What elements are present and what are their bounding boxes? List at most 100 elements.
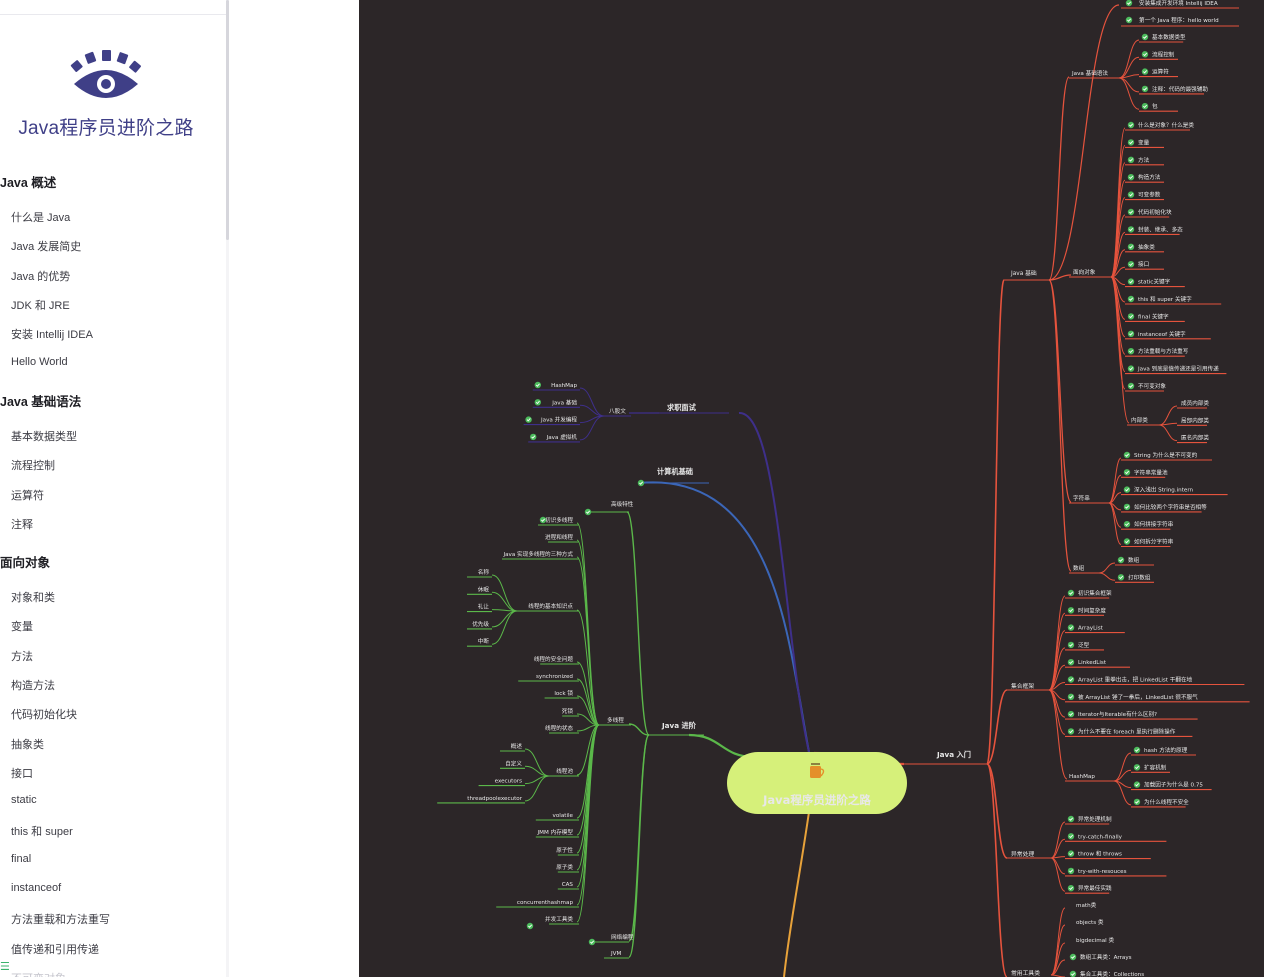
mindmap-node-label[interactable]: JMM 内存模型 (537, 828, 574, 836)
mindmap-node-label[interactable]: 可变参数 (1138, 191, 1161, 199)
root-node-label[interactable]: Java程序员进阶之路 (762, 793, 871, 807)
mindmap-node-label[interactable]: String 为什么是不可变的 (1134, 451, 1198, 459)
mindmap-node-label[interactable]: volatile (553, 813, 574, 819)
mindmap-node-label[interactable]: 异常最佳实践 (1078, 884, 1112, 892)
mindmap-node-label[interactable]: LinkedList (1078, 660, 1107, 666)
mindmap-node-label[interactable]: 集合工具类：Collections (1080, 970, 1144, 977)
sidebar-scroll-track[interactable] (226, 0, 229, 977)
sidebar-section-title[interactable]: Java 基础语法 (0, 395, 82, 409)
sidebar-item[interactable]: 构造方法 (11, 679, 55, 692)
mindmap-node-label[interactable]: 自定义 (505, 759, 522, 767)
mindmap-node-label[interactable]: 线程的安全问题 (534, 655, 574, 663)
mindmap-node-label[interactable]: 抽象类 (1138, 243, 1155, 251)
sidebar-item[interactable]: 注释 (11, 518, 33, 531)
mindmap-node-label[interactable]: 初识集合框架 (1078, 589, 1112, 597)
mindmap-node-label[interactable]: Java 基础 (551, 398, 577, 406)
mindmap-node-label[interactable]: 内部类 (1131, 416, 1148, 424)
mindmap-node-label[interactable]: 数组 (1073, 564, 1085, 572)
mindmap-node-label[interactable]: 名称 (478, 568, 490, 576)
mindmap-node-label[interactable]: 面向对象 (1073, 268, 1096, 276)
mindmap-node-label[interactable]: 接口 (1138, 260, 1149, 268)
mindmap-node-label[interactable]: 数组工具类：Arrays (1080, 953, 1132, 961)
mindmap-node-label[interactable]: synchronized (536, 674, 573, 680)
mindmap-node-label[interactable]: 线程的基本知识点 (528, 602, 573, 610)
sidebar-item[interactable]: 变量 (11, 621, 33, 634)
mindmap-node-label[interactable]: 什么是对象？什么是类 (1138, 121, 1194, 129)
sidebar-item[interactable]: 运算符 (11, 489, 44, 502)
sidebar-section-title[interactable]: Java 概述 (0, 176, 57, 190)
sidebar-item[interactable]: 什么是 Java (11, 212, 71, 224)
mindmap-node-label[interactable]: threadpoolexecutor (467, 796, 522, 802)
mindmap-node-label[interactable]: 变量 (1138, 138, 1150, 146)
mindmap-node-label[interactable]: 打印数组 (1128, 573, 1151, 581)
mindmap-node-label[interactable]: 进程和线程 (545, 533, 573, 541)
mindmap-node-label[interactable]: Java 虚拟机 (546, 433, 578, 441)
sidebar-item[interactable]: Java 发展简史 (11, 241, 82, 254)
mindmap-node-label[interactable]: 优先级 (472, 620, 489, 628)
mindmap-node-label[interactable]: 方法重载与方法重写 (1138, 347, 1189, 355)
mindmap-node-label[interactable]: HashMap (1069, 774, 1095, 780)
mindmap-node-label[interactable]: 概述 (511, 742, 523, 750)
branch-java-intro[interactable]: Java 入门 (936, 750, 971, 759)
mindmap-node-label[interactable]: 中断 (478, 637, 490, 645)
mindmap-node-label[interactable]: 原子类 (556, 863, 573, 871)
mindmap-node-label[interactable]: 包 (1152, 102, 1158, 110)
mindmap-node-label[interactable]: 第一个 Java 程序：hello world (1139, 16, 1219, 24)
mindmap-node-label[interactable]: 安装集成开发环境 Intellij IDEA (1139, 0, 1218, 7)
site-title[interactable]: Java程序员进阶之路 (18, 118, 194, 139)
mindmap-node-label[interactable]: 常用工具类 (1011, 969, 1040, 977)
mindmap-node-label[interactable]: ArrayList 重拳出击，把 LinkedList 干翻在地 (1078, 676, 1193, 684)
mindmap-node-label[interactable]: 原子性 (556, 846, 573, 854)
sidebar-section-title[interactable]: 面向对象 (0, 556, 51, 570)
mindmap-node-label[interactable]: 泛型 (1078, 641, 1090, 649)
mindmap-node-label[interactable]: 匿名内部类 (1181, 434, 1209, 442)
sidebar-scrollbar[interactable] (226, 0, 229, 240)
mindmap-node-label[interactable]: 高级特性 (611, 500, 634, 508)
sidebar-item[interactable]: 方法重载和方法重写 (11, 914, 110, 927)
mindmap-node-label[interactable]: 休眠 (478, 585, 490, 593)
mindmap-node-label[interactable]: 异常处理机制 (1078, 815, 1112, 823)
sidebar-item[interactable]: Java 的优势 (11, 270, 71, 283)
mindmap-node-label[interactable]: 为什么线程不安全 (1144, 798, 1189, 806)
mindmap-node-label[interactable]: static关键字 (1138, 278, 1171, 286)
mindmap-node-label[interactable]: Java 实现多线程的三种方式 (502, 550, 573, 558)
sidebar-item[interactable]: final (11, 852, 32, 865)
mindmap-node-label[interactable]: ArrayList (1078, 626, 1104, 632)
sidebar-item[interactable]: 接口 (11, 767, 33, 780)
sidebar-item[interactable]: 安装 Intellij IDEA (11, 329, 93, 342)
mindmap-node-label[interactable]: 注释：代码的最强辅助 (1152, 85, 1208, 93)
sidebar-item[interactable]: 代码初始化块 (11, 709, 77, 722)
mindmap-node-label[interactable]: 扩容机制 (1144, 763, 1167, 771)
mindmap-node-label[interactable]: 网络编程 (611, 933, 634, 941)
mindmap-node-label[interactable]: executors (495, 779, 522, 785)
node-java-basics[interactable]: Java 基础 (1010, 269, 1037, 277)
mindmap-node-label[interactable]: 异常处理 (1011, 850, 1034, 858)
sidebar-item[interactable]: 基本数据类型 (11, 431, 77, 443)
site-logo-icon[interactable] (69, 50, 143, 102)
mindmap-node-label[interactable]: 为什么不要在 foreach 里执行删除操作 (1078, 727, 1176, 735)
mindmap-node-label[interactable]: math类 (1076, 901, 1097, 909)
mindmap-node-label[interactable]: 礼让 (478, 603, 490, 611)
branch-cs-basics[interactable]: 计算机基础 (657, 467, 693, 476)
mindmap-node-label[interactable]: 基本数据类型 (1152, 33, 1186, 41)
mindmap-node-label[interactable]: 数组 (1128, 556, 1140, 564)
branch-java-advanced[interactable]: Java 进阶 (661, 721, 697, 730)
mindmap-node-label[interactable]: 运算符 (1152, 68, 1169, 76)
mindmap-node-label[interactable]: 成员内部类 (1181, 399, 1209, 407)
mindmap-node-label[interactable]: 如何拆分字符串 (1134, 538, 1174, 546)
mindmap-node-label[interactable]: this 和 super 关键字 (1138, 295, 1192, 303)
mindmap-node-label[interactable]: 流程控制 (1152, 50, 1175, 58)
sidebar-item[interactable]: this 和 super (11, 826, 73, 839)
mindmap-node-label[interactable]: final 关键字 (1138, 312, 1169, 320)
mindmap-node-label[interactable]: 线程池 (556, 767, 573, 775)
sidebar-item[interactable]: 对象和类 (11, 592, 55, 604)
mindmap-node-label[interactable]: lock 锁 (554, 689, 573, 697)
mindmap-node-label[interactable]: concurrenthashmap (517, 900, 574, 906)
branch-interview[interactable]: 求职面试 (667, 403, 697, 412)
mindmap-node-label[interactable]: 字符串常量池 (1134, 468, 1168, 476)
mindmap-node-label[interactable]: 集合框架 (1011, 682, 1034, 690)
mindmap-node-label[interactable]: try-with-resouces (1078, 869, 1127, 875)
mindmap-node-label[interactable]: 代码初始化块 (1138, 208, 1172, 216)
mindmap-canvas[interactable]: Java程序员进阶之路 Java 入门 Java 进阶求职面试计算机基础 Java 基… (359, 0, 1264, 977)
menu-toggle-icon[interactable]: ☰ (0, 962, 9, 972)
